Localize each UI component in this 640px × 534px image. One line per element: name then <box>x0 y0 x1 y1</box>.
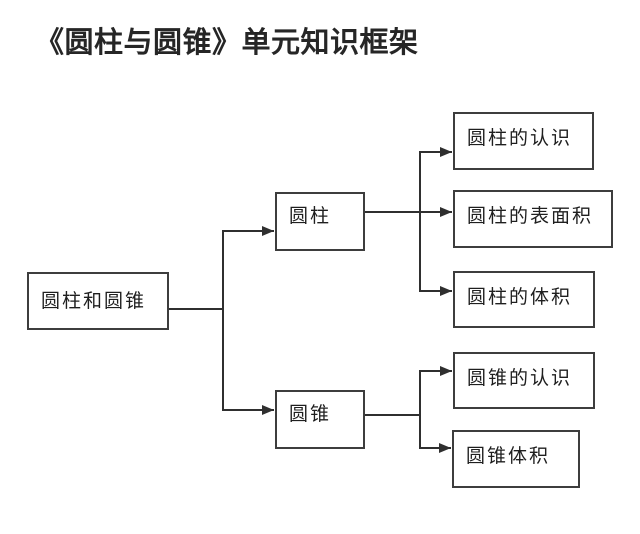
node-cylinder-volume-label: 圆柱的体积 <box>467 287 573 308</box>
node-cylinder-surface-area: 圆柱的表面积 <box>453 190 613 248</box>
node-cylinder-concept: 圆柱的认识 <box>453 112 594 170</box>
node-cylinder-concept-label: 圆柱的认识 <box>467 128 573 149</box>
node-cone-volume-label: 圆锥体积 <box>466 446 551 467</box>
node-cylinder-surface-area-label: 圆柱的表面积 <box>467 206 594 227</box>
node-cone: 圆锥 <box>275 390 365 449</box>
node-cone-label: 圆锥 <box>289 404 332 425</box>
node-cone-concept: 圆锥的认识 <box>453 352 595 409</box>
node-cone-concept-label: 圆锥的认识 <box>467 368 573 389</box>
node-cylinder-label: 圆柱 <box>289 206 332 227</box>
node-cylinder: 圆柱 <box>275 192 365 251</box>
node-root-label: 圆柱和圆锥 <box>41 291 147 312</box>
node-root: 圆柱和圆锥 <box>27 272 169 330</box>
node-cylinder-volume: 圆柱的体积 <box>453 271 595 328</box>
page-title: 《圆柱与圆锥》单元知识框架 <box>35 27 419 59</box>
node-cone-volume: 圆锥体积 <box>452 430 580 488</box>
